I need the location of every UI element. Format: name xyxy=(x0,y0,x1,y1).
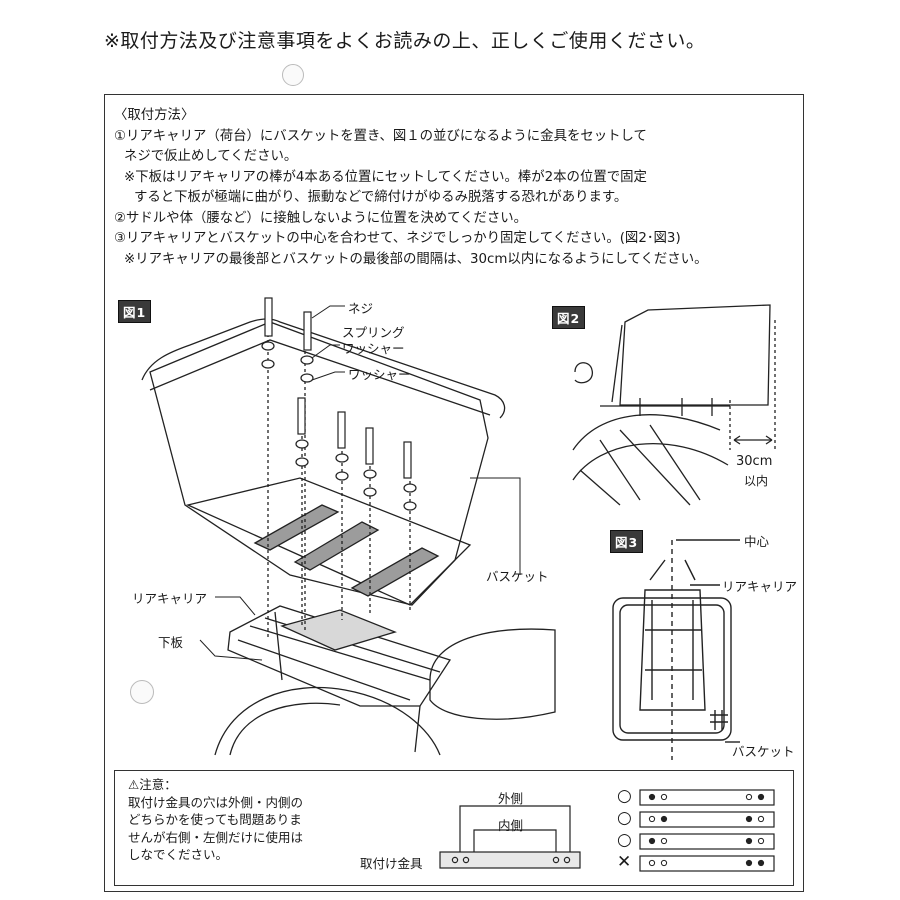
fig2-distance: 30cm xyxy=(736,454,773,469)
caution-title: ⚠注意： xyxy=(128,777,177,792)
step3-note: ※リアキャリアの最後部とバスケットの最後部の間隔は、30cm以内になるようにして… xyxy=(124,251,708,267)
callout-basket: バスケット xyxy=(486,569,549,584)
caution-line4: しなでください。 xyxy=(128,847,229,862)
caution-bracket-label: 取付け金具 xyxy=(360,856,423,871)
figure3-label: 図3 xyxy=(610,530,644,553)
ng-mark: ✕ xyxy=(617,852,632,872)
figure2-label-wrap: 図2 xyxy=(552,306,586,329)
fig3-rear-carrier: リアキャリア xyxy=(722,579,798,594)
caution-line1: 取付け金具の穴は外側・内側の xyxy=(128,794,304,810)
step3: ③リアキャリアとバスケットの中心を合わせて、ネジでしっかり固定してください。(図… xyxy=(114,231,681,246)
figure2-label: 図2 xyxy=(552,306,586,329)
caution-box xyxy=(114,770,794,886)
figure3-label-wrap: 図3 xyxy=(610,530,644,553)
binder-hole-left xyxy=(130,680,154,704)
callout-spring-washer-1: スプリング xyxy=(342,325,405,340)
callout-screw: ネジ xyxy=(348,301,374,316)
figure1-label: 図1 xyxy=(118,300,152,323)
fig3-center: 中心 xyxy=(744,534,770,549)
step1-line1: ①リアキャリア（荷台）にバスケットを置き、図１の並びになるように金具をセットして xyxy=(114,128,647,144)
caution-line3: せんが右側・左側だけに使用は xyxy=(128,829,304,845)
ok-mark-2: ○ xyxy=(617,808,632,828)
step2: ②サドルや体（腰など）に接触しないように位置を決めてください。 xyxy=(114,210,528,226)
callout-washer: ワッシャー xyxy=(348,367,411,382)
caution-line2: どちらかを使っても問題ありま xyxy=(128,812,302,827)
header-note: ※取付方法及び注意事項をよくお読みの上、正しくご使用ください。 xyxy=(104,30,706,52)
fig3-basket: バスケット xyxy=(732,744,795,759)
instructions-heading: 〈取付方法〉 xyxy=(114,108,195,123)
step1-note-line2: すると下板が極端に曲がり、振動などで締付けがゆるみ脱落する恐れがあります。 xyxy=(134,190,628,205)
instruction-frame xyxy=(104,94,804,892)
caution-inner-label: 内側 xyxy=(498,818,524,833)
ok-mark-1: ○ xyxy=(617,786,632,806)
caution-outer-label: 外側 xyxy=(498,791,524,806)
instructions-block: 〈取付方法〉 ①リアキャリア（荷台）にバスケットを置き、図１の並びになるように金… xyxy=(114,106,804,270)
callout-rear-carrier: リアキャリア xyxy=(132,591,208,606)
option-marks: ○ ○ ○ ✕ xyxy=(617,785,632,873)
step1-note-line1: ※下板はリアキャリアの棒が4本ある位置にセットしてください。棒が2本の位置で固定 xyxy=(124,169,647,185)
fig2-within: 以内 xyxy=(744,474,769,488)
callout-lower-plate: 下板 xyxy=(158,635,184,650)
callout-spring-washer-2: ワッシャー xyxy=(342,341,405,356)
caution-text: ⚠注意： 取付け金具の穴は外側・内側の どちらかを使っても問題ありま せんが右側… xyxy=(128,776,368,864)
binder-hole-top xyxy=(282,64,304,86)
figure1-label-wrap: 図1 xyxy=(118,300,152,323)
ok-mark-3: ○ xyxy=(617,830,632,850)
step1-line2: ネジで仮止めしてください。 xyxy=(124,149,298,164)
